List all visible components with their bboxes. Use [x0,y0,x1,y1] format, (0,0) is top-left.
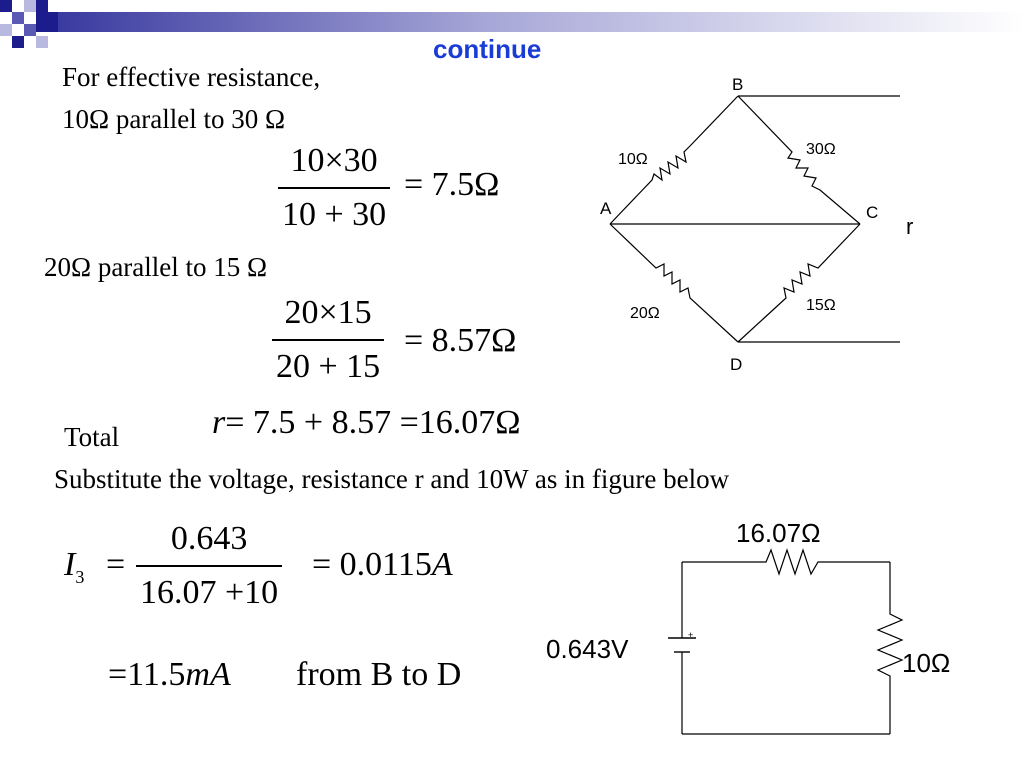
resistor-right-label: 10Ω [902,648,950,678]
equation-1-result: = 7.5Ω [404,166,500,203]
resistor-bc-label: 30Ω [806,141,836,158]
fraction-bar [272,339,385,341]
equation-5-value: =11.5 [108,656,186,693]
header-gradient-band [58,12,1024,32]
wire-top-resistor [682,548,890,576]
node-c-label: C [866,203,878,222]
node-a-label: A [600,199,612,218]
battery-plus-label: + [688,630,693,640]
fraction-bar [136,565,283,567]
r-label: r [906,214,913,239]
source-voltage-label: 0.643V [546,634,629,664]
deco-square [12,12,24,24]
deco-square [36,36,48,48]
equation-4-numerator: 0.643 [170,520,248,557]
equation-4-unit: A [431,546,453,583]
equation-3-rhs: = 7.5 + 8.57 =16.07Ω [225,404,521,441]
deco-square [36,0,48,12]
text-total: Total [64,422,120,452]
resistor-ad-label: 20Ω [630,305,660,322]
equation-4-fraction: 0.643 16.07 +10 [136,520,283,611]
equation-4-equals: = [106,546,126,583]
equation-1-denominator: 10 + 30 [282,195,387,233]
text-20-parallel-15: 20Ω parallel to 15 Ω [44,252,268,282]
resistor-ab [609,95,739,225]
equation-2-denominator: 20 + 15 [276,347,381,385]
text-effective-resistance: For effective resistance, [62,62,321,92]
fraction-bar [278,187,391,189]
equation-3: r= 7.5 + 8.57 =16.07Ω [212,404,521,442]
resistor-ab-label: 10Ω [618,151,648,168]
equation-5: =11.5mA [108,656,231,694]
equation-4-value: = 0.0115 [312,546,432,583]
node-d-label: D [730,355,742,374]
text-10-parallel-30: 10Ω parallel to 30 Ω [62,104,286,134]
equation-1-numerator: 10×30 [290,142,378,179]
resistor-top-label: 16.07Ω [736,518,821,548]
equation-1-fraction: 10×30 10 + 30 [278,142,391,233]
equation-4-denominator: 16.07 +10 [140,573,279,611]
deco-square [24,24,36,36]
deco-square [0,24,12,36]
resistor-dc [737,223,861,343]
equation-4-result: = 0.0115A [312,546,453,584]
resistor-bc [737,95,861,225]
deco-square [12,36,24,48]
slide-title: continue [433,34,542,64]
node-b-label: B [732,75,743,94]
deco-square [0,0,12,12]
equation-5-direction: from B to D [296,656,462,693]
header-decoration [0,0,1024,48]
wire-right-resistor [876,562,904,734]
equation-2-numerator: 20×15 [284,294,372,331]
bridge-circuit-diagram: B A C r D 10Ω 30Ω 20Ω 15Ω [600,75,913,374]
resistor-dc-label: 15Ω [806,297,836,314]
equation-3-variable: r [212,404,226,441]
deco-square [24,0,36,12]
equation-5-unit: mA [185,656,231,693]
text-substitute: Substitute the voltage, resistance r and… [54,464,730,494]
series-circuit-diagram: + 16.07Ω 10Ω 0.643V [546,518,950,735]
equation-4-subscript: 3 [75,566,85,587]
equation-2-result: = 8.57Ω [404,322,517,359]
equation-2-fraction: 20×15 20 + 15 [272,294,385,385]
deco-square [36,12,58,32]
equation-4-lhs: I3 [64,546,84,588]
equation-4-variable: I [64,546,76,583]
resistor-ad [609,223,739,343]
